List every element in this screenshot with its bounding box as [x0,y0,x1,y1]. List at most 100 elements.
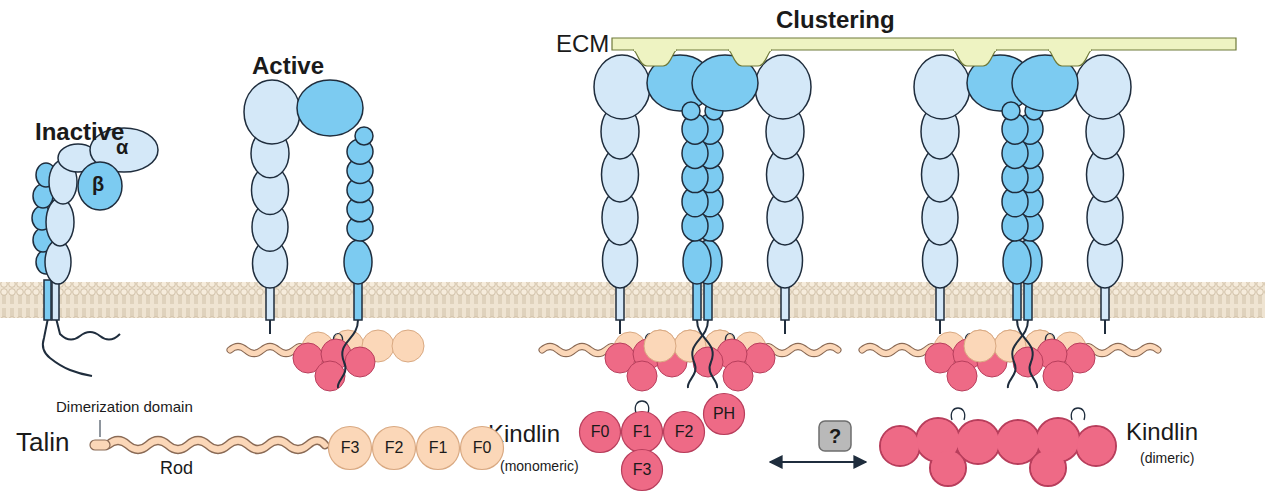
membrane [0,282,1265,318]
ecm-binding-site [728,50,772,66]
integrin [1002,55,1131,388]
alpha-transmembrane [52,280,59,320]
node-outline [622,412,663,453]
ecm-fill [954,46,996,51]
node-outline [819,421,851,451]
node-text: F0 [591,423,610,441]
node-outline [329,427,372,470]
alpha-leg-domain [46,198,74,246]
node-text: F1 [633,423,652,441]
beta-leg-domain [1003,240,1031,284]
kindlin-domain-outline [880,426,920,466]
kindlin-dimer [880,408,1116,486]
alpha-head [594,55,650,119]
ecm-label: ECM [556,30,609,58]
integrin [244,80,373,388]
talin-rod [766,347,838,354]
question-box: ? [818,420,852,452]
kindlin-domain-outline [1076,426,1116,466]
alpha-leg-domain [45,240,71,284]
talin-kindlin-complex [644,330,838,391]
alpha-tail [1104,320,1106,334]
talin-head-domain [644,330,676,362]
kindlin-domain: F0 [579,411,621,453]
beta-transmembrane [354,280,362,320]
beta-tail [1017,320,1037,388]
protein-label: Kindlin [1126,418,1198,446]
kindlin-domain [881,427,919,465]
node-outline [664,412,705,453]
talin-rod [1086,347,1158,354]
kindlin-domain [1013,347,1043,377]
ecm-fill [729,46,771,51]
kindlin-domain [315,361,345,391]
alpha-head [914,55,970,119]
node-text: F3 [341,439,360,457]
alpha-tail [784,320,786,334]
state-title: Active [252,52,324,80]
beta-transmembrane [1013,280,1021,320]
kindlin-domain [345,347,375,377]
dimerization-domain [90,440,110,450]
beta-tail [688,320,708,388]
kindlin-domain [957,421,999,463]
kindlin-domain [1031,451,1065,485]
beta-transmembrane [704,280,712,320]
kindlin-domain [931,451,965,485]
node-text: F1 [429,439,448,457]
alpha-head [755,55,811,119]
ecm-fill [634,46,676,51]
beta-hybrid-domain [1002,102,1020,120]
alpha-tail [619,320,621,334]
beta-head [297,80,363,136]
kindlin-domain [1043,361,1073,391]
alpha-head [1075,55,1131,119]
beta-tail [338,320,358,388]
protein-state-label: (dimeric) [1140,450,1194,466]
talin-kindlin-complex [230,330,424,391]
beta-tail [1008,320,1028,388]
node-outline [622,450,663,491]
node-outline [417,427,460,470]
kindlin-domain: F3 [621,449,663,491]
talin-head-domain [392,330,424,362]
protein-label: Talin [16,428,69,458]
talin-rod [108,441,325,450]
node-text: F2 [675,423,694,441]
talin-domain: F0 [460,426,504,470]
kindlin-loop [951,408,964,420]
talin-rod [862,347,934,354]
talin-kindlin-complex [862,330,1056,391]
beta-hybrid-domain [682,102,700,120]
integrin [682,55,811,388]
node-outline [461,427,504,470]
alpha-head [244,80,300,144]
domain-label: Dimerization domain [56,398,193,415]
ecm-fibre [612,38,1236,66]
node-text: F0 [473,439,492,457]
beta-hybrid-domain [355,127,373,145]
kindlin-domain [693,347,723,377]
talin-rod [230,347,302,354]
equilibrium-arrow [770,461,866,463]
kindlin-domain [997,421,1039,463]
kindlin-domain: F1 [621,411,663,453]
node-text: ? [829,425,841,448]
leader-line [100,420,101,437]
talin-head-domain [964,330,996,362]
talin-rod [542,347,614,354]
state-title: Inactive [35,118,124,146]
ecm-bar [612,38,1236,50]
node-outline [704,394,745,435]
talin-head-domain [964,330,996,362]
kindlin-loop [1071,408,1084,420]
ecm-binding-site [633,50,677,66]
beta-transmembrane [693,280,701,320]
state-title: Clustering [776,6,895,34]
kindlin-domain [1077,427,1115,465]
protein-state-label: (monomeric) [500,458,579,474]
talin-rod [766,347,838,354]
node-text: F2 [385,439,404,457]
talin-rod [1086,347,1158,354]
